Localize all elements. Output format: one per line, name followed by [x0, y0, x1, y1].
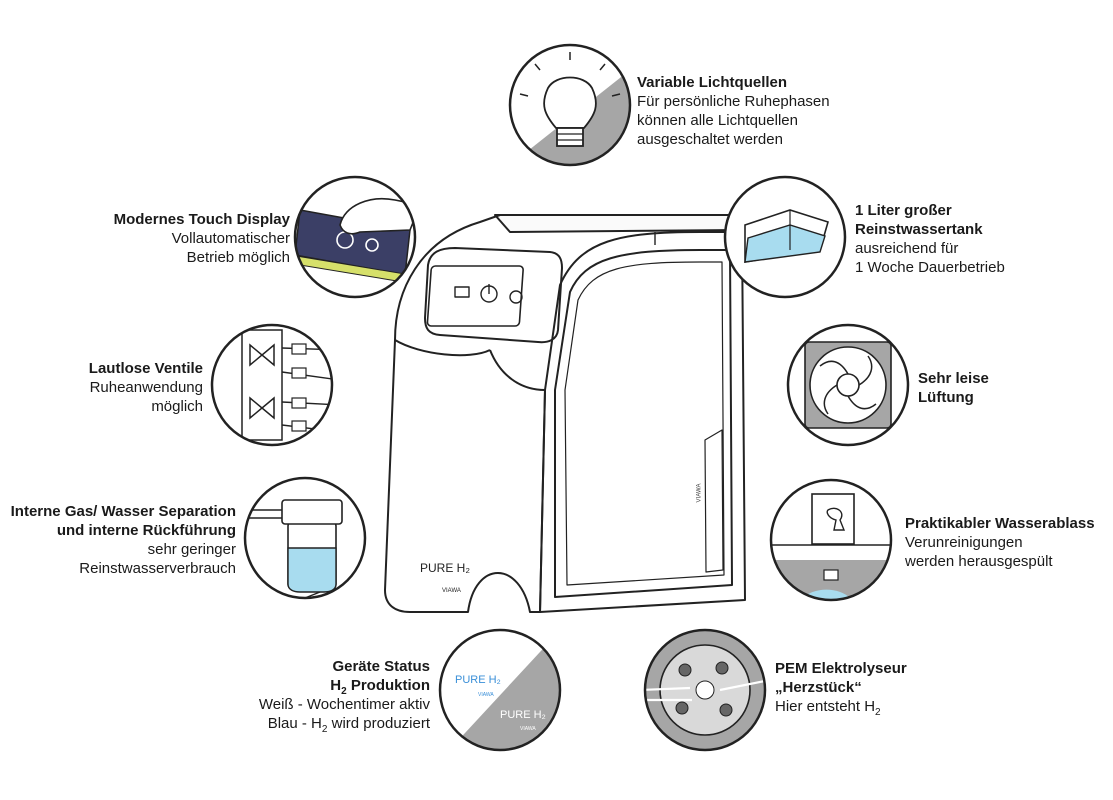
svg-text:VIAWA: VIAWA: [478, 692, 494, 698]
pem-title-1: PEM Elektrolyseur: [775, 660, 907, 677]
tank-line-2: 1 Woche Dauerbetrieb: [855, 259, 1005, 276]
separation-title-1: Interne Gas/ Wasser Separation: [10, 503, 236, 520]
svg-text:VIAWA: VIAWA: [520, 726, 536, 732]
fan-circle: [786, 323, 910, 447]
fan-title-1: Sehr leise: [918, 370, 989, 387]
drain-line-1: Verunreinigungen: [905, 534, 1023, 551]
tank-circle: [723, 175, 847, 299]
drain-title: Praktikabler Wasserablass: [905, 515, 1095, 532]
valves-line-2: möglich: [151, 398, 203, 415]
valves-label: Lautlose Ventile Ruheanwendung möglich: [20, 359, 203, 416]
drain-line-2: werden herausgespült: [905, 553, 1053, 570]
valves-circle: [210, 323, 334, 447]
tank-title-1: 1 Liter großer: [855, 202, 952, 219]
separation-line-1: sehr geringer: [147, 541, 236, 558]
touch-line-2: Betrieb möglich: [186, 249, 290, 266]
pem-label: PEM Elektrolyseur „Herzstück“ Hier entst…: [775, 659, 975, 718]
light-circle: [508, 43, 632, 167]
status-line-2: Blau - H2 wird produziert: [267, 715, 430, 735]
light-title: Variable Lichtquellen: [637, 74, 788, 91]
fan-title-2: Lüftung: [918, 389, 974, 406]
valves-line-1: Ruheanwendung: [89, 379, 203, 396]
status-label: Geräte Status H2 Produktion Weiß - Woche…: [200, 657, 430, 735]
drain-label: Praktikabler Wasserablass Verunreinigung…: [905, 514, 1110, 571]
fan-label: Sehr leise Lüftung: [918, 369, 1078, 407]
light-line-3: ausgeschaltet werden: [637, 131, 783, 148]
touch-line-1: Vollautomatischer: [171, 230, 290, 247]
tank-title-2: Reinstwassertank: [855, 221, 983, 238]
pem-line: Hier entsteht H2: [775, 698, 881, 718]
touch-label: Modernes Touch Display Vollautomatischer…: [60, 210, 290, 267]
pem-circle: [643, 628, 767, 752]
tank-label: 1 Liter großer Reinstwassertank ausreich…: [855, 201, 1095, 277]
status-title-2: H2 Produktion: [330, 677, 430, 697]
light-line-1: Für persönliche Ruhephasen: [637, 93, 830, 110]
pem-title-2: „Herzstück“: [775, 679, 862, 696]
separation-circle: [243, 476, 367, 600]
status-title-1: Geräte Status: [332, 658, 430, 675]
status-line-1: Weiß - Wochentimer aktiv: [258, 696, 430, 713]
touch-title: Modernes Touch Display: [113, 211, 290, 228]
device-side-mark: VIAWA: [696, 483, 703, 503]
status-circle: PURE H₂ VIAWA PURE H₂ VIAWA: [438, 628, 562, 752]
valves-title: Lautlose Ventile: [88, 360, 203, 377]
separation-label: Interne Gas/ Wasser Separation und inter…: [2, 502, 236, 578]
device: PURE H₂ VIAWA: [384, 214, 746, 613]
touch-circle: [293, 175, 417, 299]
light-label: Variable Lichtquellen Für persönliche Ru…: [637, 73, 897, 149]
svg-text:PURE H₂: PURE H₂: [500, 709, 546, 721]
svg-text:PURE H₂: PURE H₂: [455, 674, 501, 686]
separation-title-2: und interne Rückführung: [56, 522, 236, 539]
separation-line-2: Reinstwasserverbrauch: [79, 560, 236, 577]
device-brand-mark: PURE H₂: [420, 561, 470, 575]
drain-circle: [769, 478, 893, 602]
device-maker-mark: VIAWA: [442, 588, 461, 594]
tank-line-1: ausreichend für: [855, 240, 959, 257]
light-line-2: können alle Lichtquellen: [637, 112, 798, 129]
